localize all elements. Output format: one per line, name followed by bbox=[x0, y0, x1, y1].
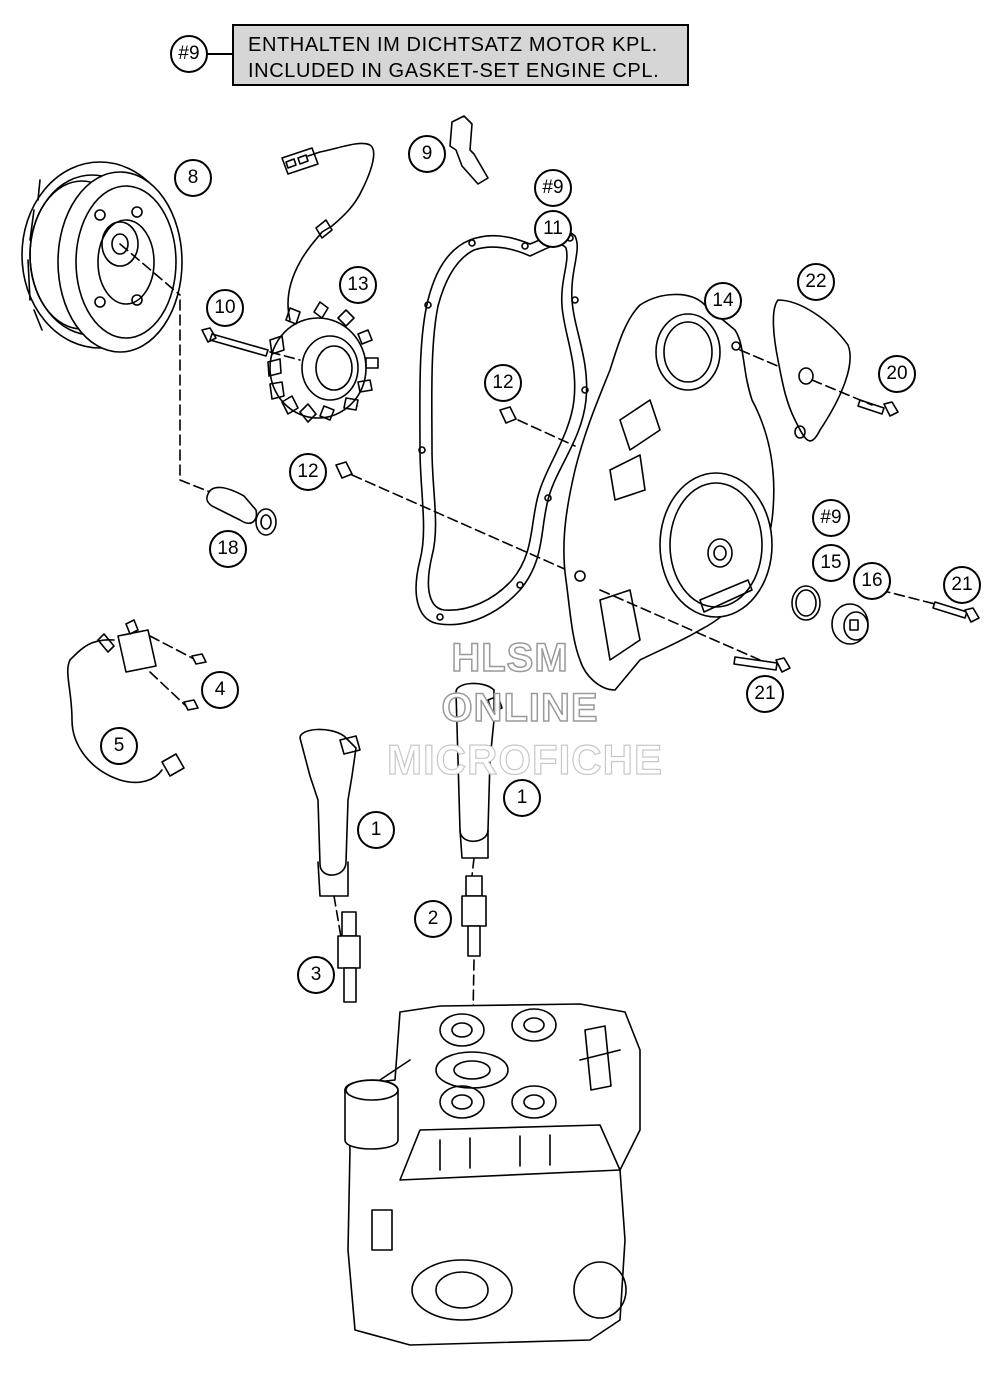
callout-label: 9 bbox=[421, 143, 433, 164]
callout-label: 14 bbox=[712, 290, 734, 311]
callout-2[interactable]: 2 bbox=[414, 900, 452, 938]
callout-label: 21 bbox=[951, 574, 973, 595]
cylinder-head-part bbox=[344, 1003, 641, 1346]
callout-label: 1 bbox=[516, 787, 528, 808]
callout-label: 22 bbox=[805, 271, 827, 292]
callout-label: #9 bbox=[542, 177, 564, 198]
bolt-10-part bbox=[201, 327, 301, 361]
callout-label: 3 bbox=[310, 964, 322, 985]
legend-line-english: INCLUDED IN GASKET-SET ENGINE CPL. bbox=[248, 60, 660, 82]
callout-label: 5 bbox=[113, 735, 125, 756]
callout-label: 20 bbox=[886, 363, 908, 384]
callout-11[interactable]: 11 bbox=[534, 210, 572, 248]
sensor-part bbox=[66, 619, 207, 784]
callout-18[interactable]: 18 bbox=[209, 530, 247, 568]
callout-label: 4 bbox=[214, 679, 226, 700]
callout-label: 8 bbox=[187, 167, 199, 188]
callout-label: 21 bbox=[754, 683, 776, 704]
callout-label: 2 bbox=[427, 908, 439, 929]
callout-9-ref-oring[interactable]: #9 bbox=[812, 499, 850, 537]
callout-9-ref-gasket[interactable]: #9 bbox=[534, 169, 572, 207]
callout-5[interactable]: 5 bbox=[100, 727, 138, 765]
clip-9-part bbox=[449, 115, 489, 185]
callout-13[interactable]: 13 bbox=[339, 266, 377, 304]
oring-15-part bbox=[791, 585, 821, 621]
callout-label: #9 bbox=[820, 507, 842, 528]
callout-label: 15 bbox=[820, 552, 842, 573]
callout-label: 11 bbox=[543, 218, 563, 239]
cover-22-part bbox=[772, 299, 873, 442]
spark-plug-3-part bbox=[337, 911, 361, 1003]
plug-16-part bbox=[831, 603, 869, 645]
callout-12-upper[interactable]: 12 bbox=[484, 364, 522, 402]
callout-label: 12 bbox=[297, 461, 319, 482]
flywheel-part bbox=[21, 161, 211, 493]
stator-part bbox=[267, 142, 379, 423]
callout-9[interactable]: 9 bbox=[408, 135, 446, 173]
callout-label: #9 bbox=[178, 43, 200, 64]
ignition-cover-part bbox=[563, 293, 807, 691]
callout-8[interactable]: 8 bbox=[174, 159, 212, 197]
callout-label: 18 bbox=[217, 538, 239, 559]
callout-21-lower[interactable]: 21 bbox=[746, 675, 784, 713]
callout-4[interactable]: 4 bbox=[201, 671, 239, 709]
callout-label: 1 bbox=[370, 819, 382, 840]
callout-20[interactable]: 20 bbox=[878, 355, 916, 393]
bolt-18-part bbox=[206, 486, 277, 536]
callout-16[interactable]: 16 bbox=[853, 562, 891, 600]
bolt-20-part bbox=[857, 399, 899, 417]
gasket-set-legend: ENTHALTEN IM DICHTSATZ MOTOR KPL. INCLUD… bbox=[232, 24, 689, 86]
callout-1-right[interactable]: 1 bbox=[503, 779, 541, 817]
callout-10[interactable]: 10 bbox=[206, 289, 244, 327]
watermark-line-2: ONLINE bbox=[441, 685, 599, 731]
watermark-line-1: HLSM bbox=[451, 635, 569, 681]
callout-label: 12 bbox=[492, 372, 514, 393]
gasket-part bbox=[415, 231, 589, 626]
callout-22[interactable]: 22 bbox=[797, 263, 835, 301]
dowel-12-parts bbox=[335, 406, 586, 579]
callout-15[interactable]: 15 bbox=[812, 544, 850, 582]
callout-label: 16 bbox=[861, 570, 883, 591]
callout-12-lower[interactable]: 12 bbox=[289, 453, 327, 491]
bolt-21-right-part bbox=[879, 589, 980, 623]
callout-3[interactable]: 3 bbox=[297, 956, 335, 994]
callout-21-right[interactable]: 21 bbox=[943, 566, 981, 604]
ignition-coil-right-part bbox=[455, 682, 503, 877]
callout-14[interactable]: 14 bbox=[704, 282, 742, 320]
legend-line-german: ENTHALTEN IM DICHTSATZ MOTOR KPL. bbox=[248, 34, 658, 56]
bolt-21-lower-part bbox=[733, 656, 791, 673]
watermark-line-3: MICROFICHE bbox=[386, 735, 663, 783]
callout-label: 13 bbox=[347, 274, 369, 295]
callout-label: 10 bbox=[214, 297, 236, 318]
callout-1-left[interactable]: 1 bbox=[357, 811, 395, 849]
callout-9-ref-legend[interactable]: #9 bbox=[170, 35, 208, 73]
